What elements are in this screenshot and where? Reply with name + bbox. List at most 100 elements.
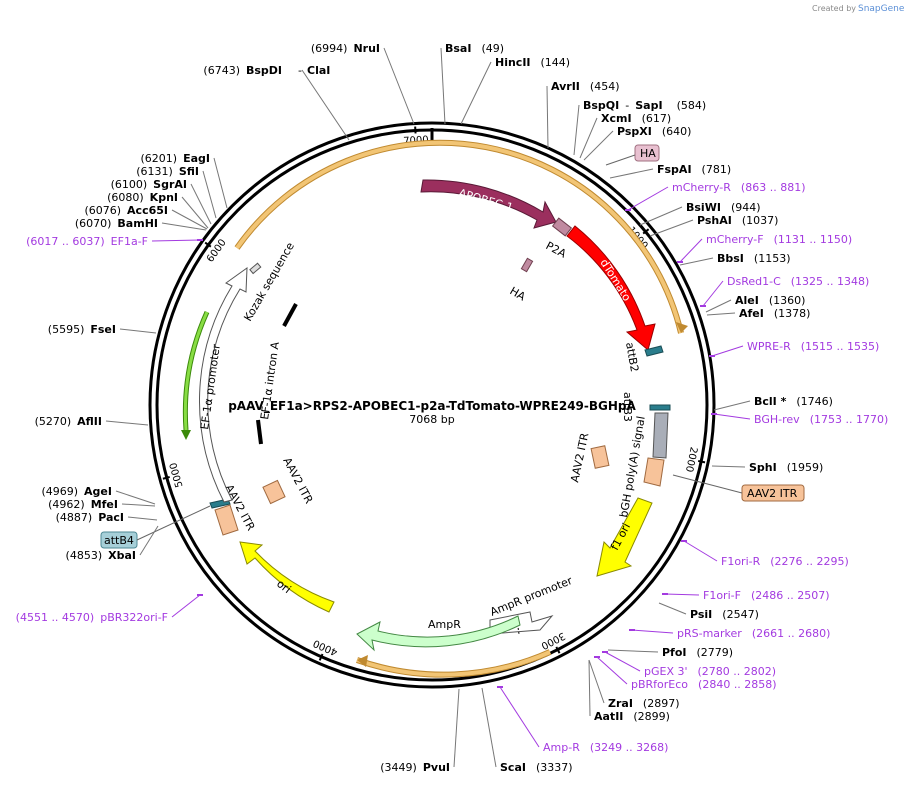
site-leader <box>460 61 492 125</box>
restriction-site[interactable]: NruI(6994) <box>311 42 380 55</box>
feature-p2a[interactable] <box>551 217 573 237</box>
site-leader <box>546 85 549 149</box>
primer-site[interactable]: mCherry-R(863 .. 881) <box>672 181 805 194</box>
feature-attb3[interactable] <box>649 404 671 411</box>
enzyme-name: AflII <box>77 415 102 428</box>
primer-site[interactable]: pGEX 3'(2780 .. 2802) <box>644 665 776 678</box>
restriction-site[interactable]: SphI(1959) <box>749 461 823 474</box>
restriction-site[interactable]: XcmI(617) <box>601 112 671 125</box>
feature-aav2itr-inner-left[interactable] <box>262 479 286 505</box>
feature-aav2itr-inner-right[interactable] <box>590 445 610 469</box>
site-leader <box>115 490 156 505</box>
site-leader <box>607 649 659 653</box>
restriction-site[interactable]: AflII (5270) <box>35 415 102 428</box>
site-position: (1515 .. 1535) <box>801 340 880 353</box>
site-leader <box>588 659 591 717</box>
enzyme-name: AvrII <box>551 80 580 93</box>
restriction-site[interactable]: AvrII(454) <box>551 80 620 93</box>
site-leader <box>658 602 687 615</box>
green-arc-head <box>181 430 191 440</box>
attb4-box-label: attB4 <box>104 534 134 547</box>
site-leader <box>609 168 654 179</box>
credit-brand: SnapGene <box>858 4 905 14</box>
restriction-site[interactable]: ZraI(2897) <box>608 697 680 710</box>
restriction-site[interactable]: BamHI(6070) <box>75 217 158 230</box>
ha-box[interactable] <box>634 144 660 162</box>
feature-f1ori[interactable] <box>596 497 653 577</box>
restriction-site[interactable]: PspXI(640) <box>617 125 691 138</box>
feature-ori[interactable] <box>239 541 335 613</box>
restriction-site[interactable]: PacI(4887) <box>56 511 124 524</box>
primer-site[interactable]: Amp-R(3249 .. 3268) <box>543 741 668 754</box>
site-leader <box>499 686 540 748</box>
restriction-site[interactable]: BspQI-SapI(584) <box>583 99 706 112</box>
feature-aav2itr-left[interactable] <box>214 504 239 536</box>
primer-site[interactable]: WPRE-R(1515 .. 1535) <box>747 340 879 353</box>
feature-attb2[interactable] <box>644 345 664 357</box>
site-leader <box>121 503 156 507</box>
site-leader <box>711 465 746 468</box>
enzyme-name: KpnI <box>150 191 178 204</box>
restriction-site[interactable]: PshAI(1037) <box>697 214 778 227</box>
restriction-site[interactable]: BspDI-ClaI(6743) <box>203 64 330 77</box>
restriction-site[interactable]: HincII(144) <box>495 56 570 69</box>
attb4-box-leader <box>136 505 211 541</box>
primer-site[interactable]: EF1a-F(6017 .. 6037) <box>26 235 148 248</box>
restriction-site[interactable]: FseI(5595) <box>48 323 116 336</box>
feature-aav2itr-inner-left-label: AAV2 ITR <box>280 455 315 506</box>
primer-site[interactable]: BGH-rev(1753 .. 1770) <box>754 413 888 426</box>
primer-site[interactable]: F1ori-F(2486 .. 2507) <box>703 589 830 602</box>
plasmid-length: 7068 bp <box>409 413 454 426</box>
site-position: (3337) <box>536 761 573 774</box>
restriction-site[interactable]: PvuI(3449) <box>380 761 450 774</box>
enzyme-name: PsiI <box>690 608 712 621</box>
restriction-site[interactable]: XbaI(4853) <box>66 549 136 562</box>
restriction-site[interactable]: AgeI(4969) <box>41 485 112 498</box>
feature-ha[interactable] <box>520 257 534 273</box>
restriction-site[interactable]: BsiWI(944) <box>686 201 761 214</box>
site-leader <box>181 196 209 229</box>
restriction-site[interactable]: BsaI(49) <box>445 42 504 55</box>
site-position: (6070) <box>75 217 112 230</box>
primer-site[interactable]: F1ori-R(2276 .. 2295) <box>721 555 849 568</box>
enzyme-name: FspAI <box>657 163 692 176</box>
primer-site[interactable]: pBRforEco(2840 .. 2858) <box>631 678 777 691</box>
feature-aav2itr-right[interactable] <box>643 457 665 487</box>
restriction-site[interactable]: PfoI(2779) <box>662 646 733 659</box>
site-leader <box>604 651 641 672</box>
site-position: (6131) <box>136 165 173 178</box>
site-position: (6080) <box>107 191 144 204</box>
feature-ampr-promoter-label: AmpR promoter <box>488 574 574 619</box>
restriction-site[interactable]: BbsI(1153) <box>717 252 790 265</box>
feature-bgh-polya[interactable] <box>652 412 669 459</box>
site-leader <box>213 157 228 209</box>
feature-ef1a-promoter[interactable] <box>199 266 248 503</box>
site-position: (2547) <box>722 608 759 621</box>
primer-site[interactable]: DsRed1-C(1325 .. 1348) <box>727 275 869 288</box>
site-leader <box>705 299 732 313</box>
restriction-site[interactable]: AfeI(1378) <box>739 307 810 320</box>
feature-ampr[interactable] <box>356 615 521 652</box>
restriction-site[interactable]: AatII(2899) <box>594 710 670 723</box>
restriction-site[interactable]: SgrAI(6100) <box>111 178 187 191</box>
restriction-site[interactable]: ScaI(3337) <box>500 761 573 774</box>
site-position: (4551 .. 4570) <box>16 611 95 624</box>
primer-site[interactable]: mCherry-F(1131 .. 1150) <box>706 233 852 246</box>
enzyme-name-2: SapI <box>635 99 662 112</box>
site-position: (5270) <box>35 415 72 428</box>
site-position: (6201) <box>141 152 178 165</box>
restriction-site[interactable]: AleI(1360) <box>735 294 805 307</box>
restriction-site[interactable]: EagI(6201) <box>141 152 210 165</box>
restriction-site[interactable]: KpnI (6080) <box>107 191 178 204</box>
primer-site[interactable]: pBR322ori-F(4551 .. 4570) <box>16 611 168 624</box>
restriction-site[interactable]: FspAI(781) <box>657 163 731 176</box>
restriction-site[interactable]: Acc65I(6076) <box>84 204 168 217</box>
site-leader <box>481 687 497 768</box>
primer-site[interactable]: pRS-marker(2661 .. 2680) <box>677 627 830 640</box>
restriction-site[interactable]: SfiI(6131) <box>136 165 199 178</box>
site-position: (1360) <box>769 294 806 307</box>
restriction-site[interactable]: PsiI (2547) <box>690 608 759 621</box>
restriction-site[interactable]: MfeI(4962) <box>48 498 118 511</box>
restriction-site[interactable]: BclI *(1746) <box>754 395 833 408</box>
site-leader <box>119 328 157 334</box>
